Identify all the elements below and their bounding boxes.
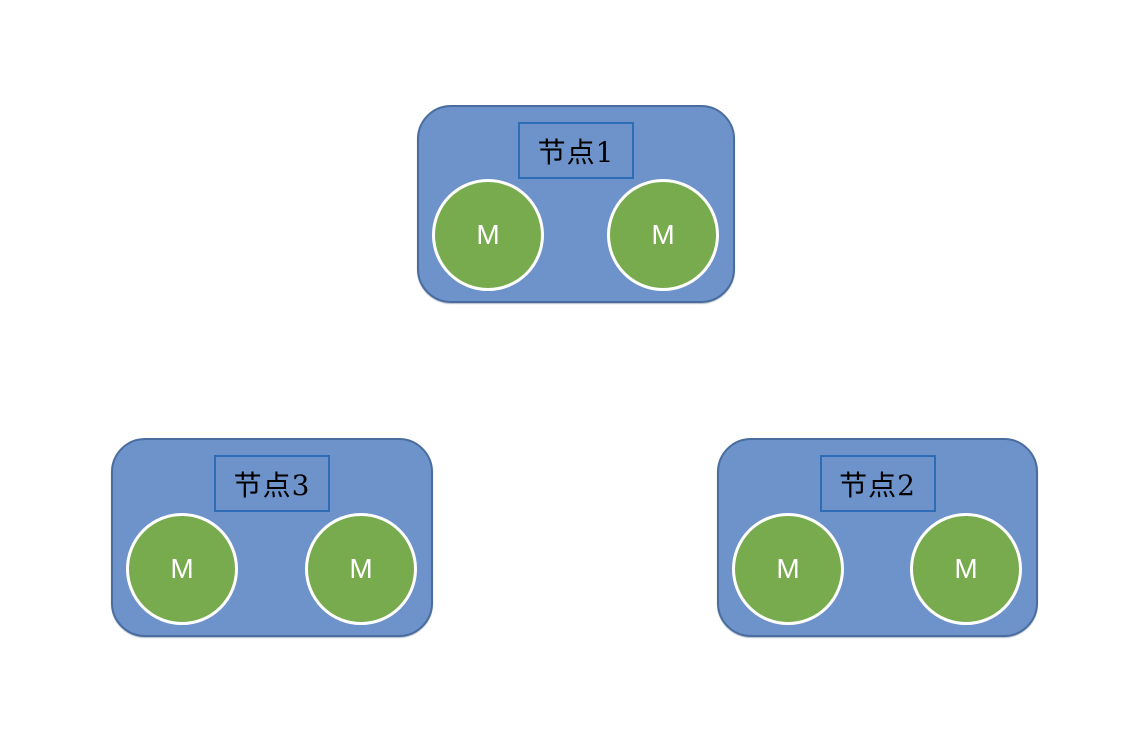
member-circle: M xyxy=(432,179,544,291)
cluster-node-1: 节点1 M M xyxy=(417,105,735,303)
member-label: M xyxy=(476,219,500,250)
node-2-label-text: 节点2 xyxy=(839,468,916,502)
member-circle: M xyxy=(910,513,1022,625)
member-label: M xyxy=(954,553,978,584)
node-1-label-text: 节点1 xyxy=(537,135,615,169)
cluster-node-3: 节点3 M M xyxy=(111,438,433,637)
member-label: M xyxy=(170,553,194,584)
cluster-node-2: 节点2 M M xyxy=(717,438,1038,637)
node-1-label-box: 节点1 xyxy=(518,122,634,179)
member-circle: M xyxy=(305,513,417,625)
node-2-label-box: 节点2 xyxy=(819,455,936,512)
member-circle: M xyxy=(607,179,719,291)
member-label: M xyxy=(349,553,373,584)
member-label: M xyxy=(651,219,675,250)
node-3-members-row: M M xyxy=(126,513,417,625)
member-label: M xyxy=(776,553,800,584)
node-3-label-box: 节点3 xyxy=(214,455,330,512)
node-3-label-text: 节点3 xyxy=(233,468,311,502)
member-circle: M xyxy=(732,513,844,625)
node-1-members-row: M M xyxy=(432,179,719,291)
member-circle: M xyxy=(126,513,238,625)
node-2-members-row: M M xyxy=(732,513,1022,625)
